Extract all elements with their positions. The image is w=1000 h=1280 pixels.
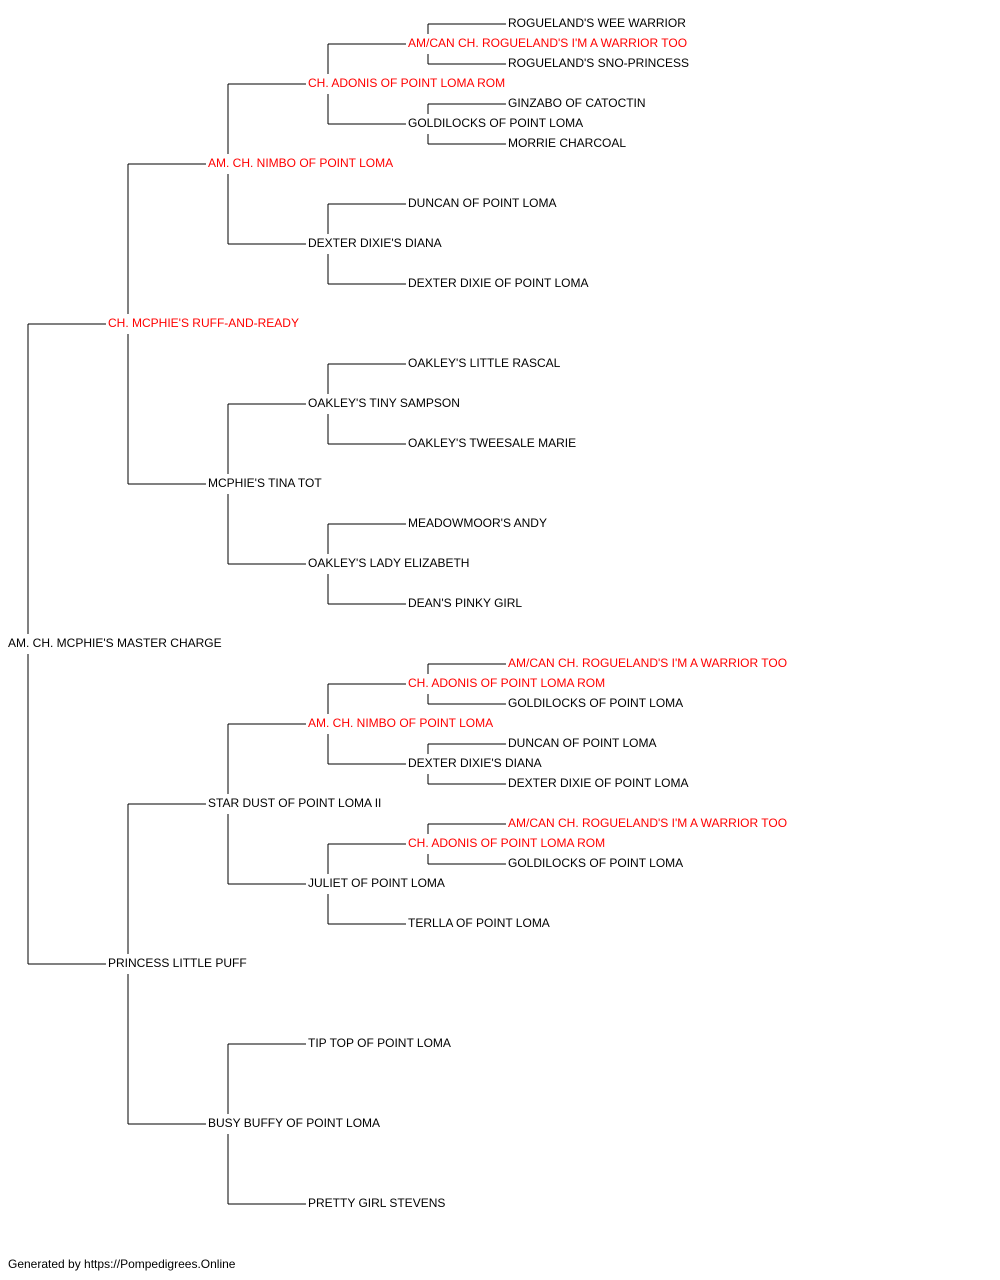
ancestor-name: PRINCESS LITTLE PUFF: [108, 956, 247, 970]
ancestor-name: CH. ADONIS OF POINT LOMA ROM: [408, 836, 605, 850]
ancestor-name: AM/CAN CH. ROGUELAND'S I'M A WARRIOR TOO: [408, 36, 687, 50]
ancestor-name: PRETTY GIRL STEVENS: [308, 1196, 445, 1210]
ancestor-name: STAR DUST OF POINT LOMA II: [208, 796, 381, 810]
ancestor-name: TIP TOP OF POINT LOMA: [308, 1036, 451, 1050]
ancestor-name: GINZABO OF CATOCTIN: [508, 96, 646, 110]
pedigree-tree: AM. CH. MCPHIE'S MASTER CHARGE CH. MCPHIE…: [8, 16, 787, 1210]
ancestor-name: ROGUELAND'S SNO-PRINCESS: [508, 56, 689, 70]
ancestor-name: DEXTER DIXIE OF POINT LOMA: [508, 776, 688, 790]
ancestor-name: AM/CAN CH. ROGUELAND'S I'M A WARRIOR TOO: [508, 656, 787, 670]
ancestor-name: OAKLEY'S LITTLE RASCAL: [408, 356, 561, 370]
ancestor-name: AM/CAN CH. ROGUELAND'S I'M A WARRIOR TOO: [508, 816, 787, 830]
ancestor-name: DEXTER DIXIE'S DIANA: [308, 236, 442, 250]
ancestor-name: DUNCAN OF POINT LOMA: [408, 196, 556, 210]
ancestor-name: GOLDILOCKS OF POINT LOMA: [408, 116, 583, 130]
ancestor-name: MEADOWMOOR'S ANDY: [408, 516, 547, 530]
ancestor-name: CH. ADONIS OF POINT LOMA ROM: [408, 676, 605, 690]
ancestor-name: GOLDILOCKS OF POINT LOMA: [508, 856, 683, 870]
ancestor-name: DEXTER DIXIE'S DIANA: [408, 756, 542, 770]
ancestor-name: GOLDILOCKS OF POINT LOMA: [508, 696, 683, 710]
ancestor-name: AM. CH. NIMBO OF POINT LOMA: [208, 156, 393, 170]
ancestor-name: TERLLA OF POINT LOMA: [408, 916, 550, 930]
ancestor-name: OAKLEY'S LADY ELIZABETH: [308, 556, 469, 570]
ancestor-name: AM. CH. MCPHIE'S MASTER CHARGE: [8, 636, 222, 650]
ancestor-name: AM. CH. NIMBO OF POINT LOMA: [308, 716, 493, 730]
ancestor-name: DEAN'S PINKY GIRL: [408, 596, 522, 610]
ancestor-name: OAKLEY'S TWEESALE MARIE: [408, 436, 576, 450]
ancestor-name: OAKLEY'S TINY SAMPSON: [308, 396, 460, 410]
ancestor-name: CH. ADONIS OF POINT LOMA ROM: [308, 76, 505, 90]
ancestor-name: MORRIE CHARCOAL: [508, 136, 626, 150]
ancestor-name: ROGUELAND'S WEE WARRIOR: [508, 16, 686, 30]
footer-credit: Generated by https://Pompedigrees.Online: [8, 1257, 236, 1271]
ancestor-name: CH. MCPHIE'S RUFF-AND-READY: [108, 316, 299, 330]
ancestor-name: MCPHIE'S TINA TOT: [208, 476, 322, 490]
ancestor-name: DUNCAN OF POINT LOMA: [508, 736, 656, 750]
ancestor-name: BUSY BUFFY OF POINT LOMA: [208, 1116, 380, 1130]
ancestor-name: DEXTER DIXIE OF POINT LOMA: [408, 276, 588, 290]
ancestor-name: JULIET OF POINT LOMA: [308, 876, 445, 890]
